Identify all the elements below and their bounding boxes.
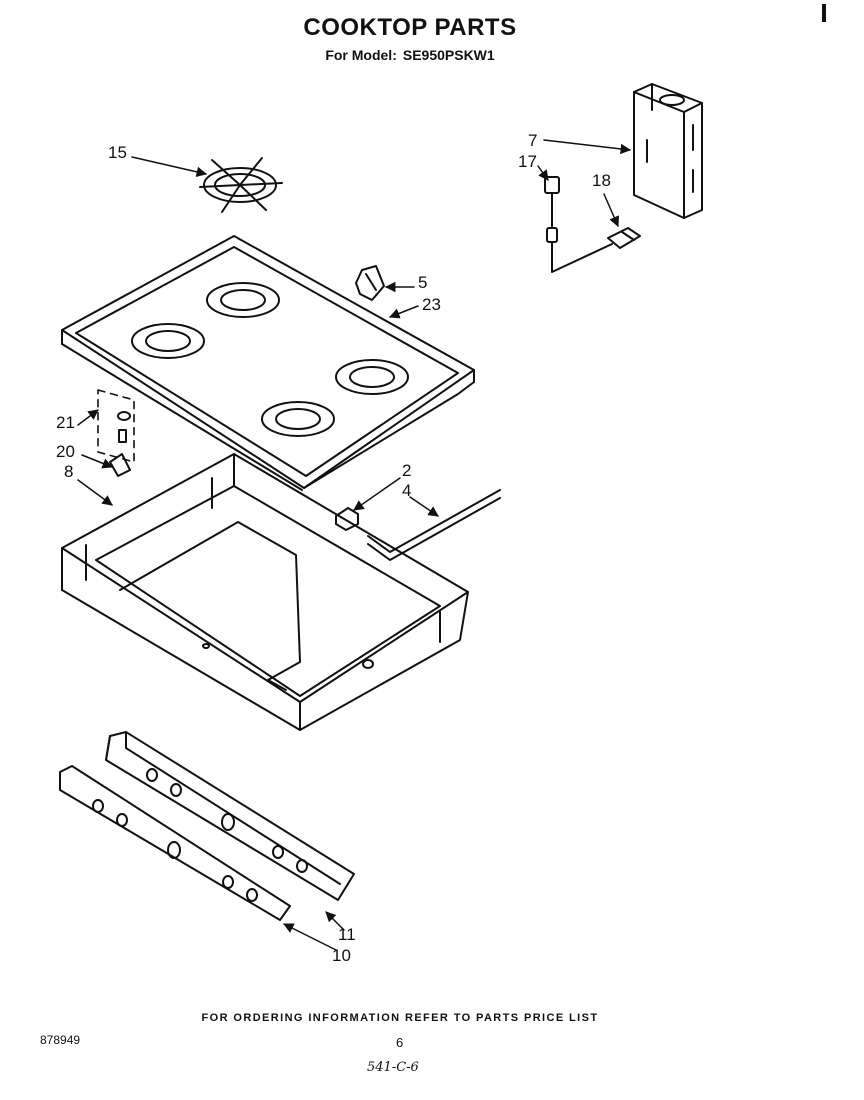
model-number: SE950PSKW1 bbox=[402, 47, 495, 63]
burner-grate bbox=[199, 157, 283, 213]
callout-4: 4 bbox=[402, 481, 412, 500]
control-panel-trim bbox=[59, 765, 291, 921]
callout-15: 15 bbox=[108, 143, 127, 162]
callout-23: 23 bbox=[422, 295, 441, 314]
callout-20: 20 bbox=[56, 442, 75, 461]
callout-18: 18 bbox=[592, 171, 611, 190]
callout-21: 21 bbox=[56, 413, 75, 432]
leader-lines bbox=[77, 139, 632, 951]
callout-5: 5 bbox=[418, 273, 428, 292]
model-line: For Model: SE950PSKW1 bbox=[0, 47, 820, 63]
callout-17: 17 bbox=[518, 152, 537, 171]
tube-clamp bbox=[335, 507, 359, 531]
control-panel bbox=[105, 731, 355, 901]
callout-2: 2 bbox=[402, 461, 412, 480]
cooktop-panel bbox=[61, 235, 475, 491]
ordering-information-note: FOR ORDERING INFORMATION REFER TO PARTS … bbox=[201, 1012, 599, 1024]
page-number: 6 bbox=[396, 1035, 404, 1050]
callout-10: 10 bbox=[332, 946, 351, 965]
wire-connector-plug bbox=[607, 227, 641, 249]
document-part-number: 878949 bbox=[40, 1033, 81, 1047]
screw-bracket-assembly bbox=[97, 389, 135, 477]
model-label: For Model: bbox=[325, 47, 397, 63]
callout-7: 7 bbox=[528, 131, 538, 150]
mounting-clip bbox=[355, 265, 385, 301]
burner-tray bbox=[61, 453, 469, 731]
igniter-switch bbox=[544, 176, 613, 273]
handwritten-note: 541-C-6 bbox=[367, 1060, 419, 1075]
callout-8: 8 bbox=[64, 462, 74, 481]
corner-mark bbox=[822, 4, 826, 22]
page-title: COOKTOP PARTS bbox=[303, 14, 517, 41]
gas-tube bbox=[367, 489, 501, 561]
burner-box bbox=[633, 83, 703, 219]
callout-11: 11 bbox=[338, 925, 356, 944]
